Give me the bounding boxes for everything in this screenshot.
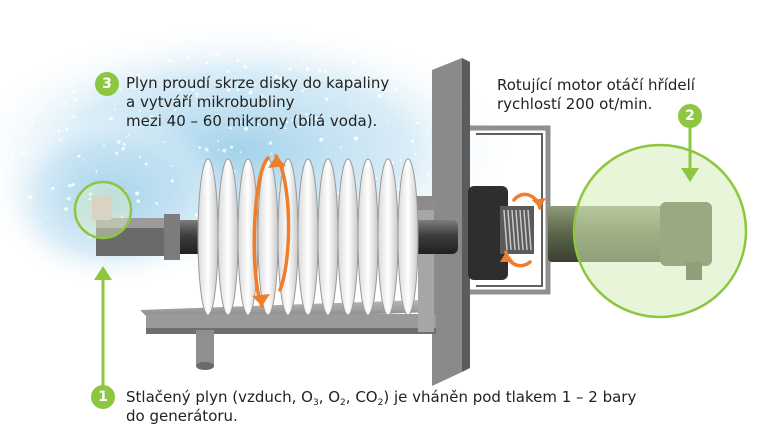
- disc: [338, 159, 358, 315]
- step-3-line: Plyn proudí skrze disky do kapaliny: [126, 74, 389, 93]
- step-2-badge: 2: [678, 104, 702, 128]
- disc: [358, 159, 378, 315]
- step-2-line: rychlostí 200 ot/min.: [497, 95, 695, 114]
- gas-inlet-nozzle: [92, 196, 112, 220]
- disc: [298, 159, 318, 315]
- step-1-badge: 1: [91, 385, 115, 409]
- step-2-line: Rotující motor otáčí hřídelí: [497, 76, 695, 95]
- motor-highlight: [574, 145, 746, 317]
- disc: [398, 159, 418, 315]
- step-3-line: mezi 40 – 60 mikrony (bílá voda).: [126, 112, 389, 131]
- step-1-line-2: do generátoru.: [126, 407, 636, 426]
- step-1-text: Stlačený plyn (vzduch, O3, O2, CO2) je v…: [126, 388, 636, 426]
- step-3-badge: 3: [95, 72, 119, 96]
- disc: [318, 159, 338, 315]
- text-part: Stlačený plyn (vzduch, O: [126, 388, 313, 406]
- disc: [378, 159, 398, 315]
- text-part: , O: [319, 388, 340, 406]
- step-2-text: Rotující motor otáčí hřídelí rychlostí 2…: [497, 76, 695, 114]
- text-part: , CO: [346, 388, 378, 406]
- disc-stack: [198, 159, 418, 315]
- step-3-text: Plyn proudí skrze disky do kapaliny a vy…: [126, 74, 389, 131]
- disc: [198, 159, 218, 315]
- step-3-line: a vytváří mikrobubliny: [126, 93, 389, 112]
- disc: [218, 159, 238, 315]
- step-1-line-1: Stlačený plyn (vzduch, O3, O2, CO2) je v…: [126, 388, 636, 407]
- text-part: ) je vháněn pod tlakem 1 – 2 bary: [383, 388, 636, 406]
- disc: [258, 159, 278, 315]
